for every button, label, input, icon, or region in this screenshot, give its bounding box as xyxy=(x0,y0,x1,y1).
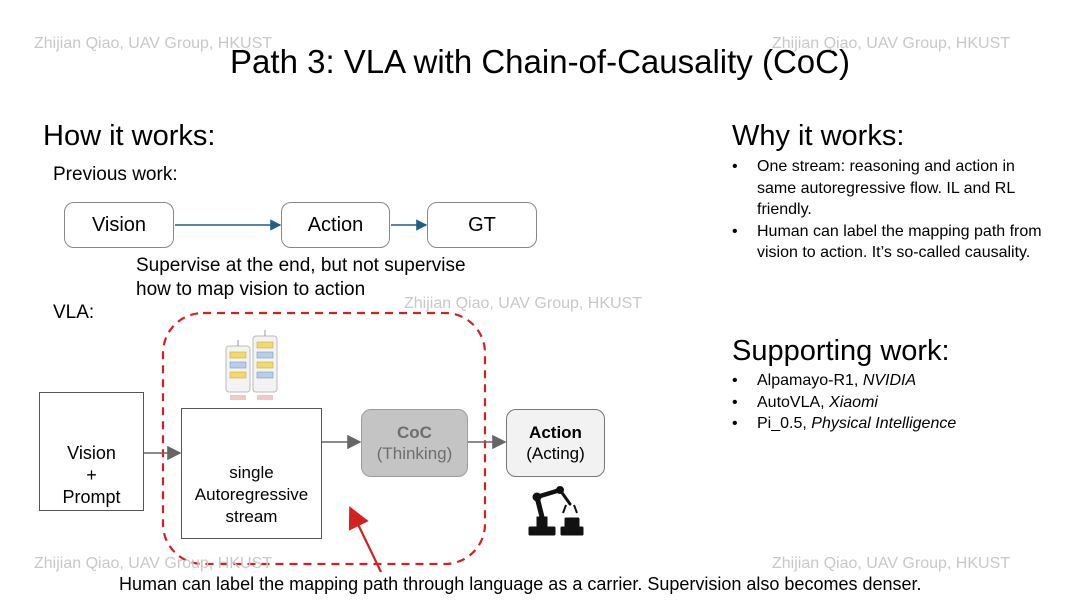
supporting-item-1-org: NVIDIA xyxy=(862,372,917,389)
action-title: Action xyxy=(529,423,582,442)
robot-arm-icon xyxy=(528,486,584,536)
stream-line-1: single xyxy=(229,463,274,482)
input-box xyxy=(39,392,144,511)
flow-gt-box: GT xyxy=(427,202,537,248)
previous-work-label: Previous work: xyxy=(53,164,178,185)
coc-subtitle: (Thinking) xyxy=(376,444,453,463)
stream-line-2: Autoregressive xyxy=(194,485,309,504)
supporting-item-2-org: Xiaomi xyxy=(829,393,878,411)
watermark-top-left: Zhijian Qiao, UAV Group, HKUST xyxy=(34,35,273,52)
watermark-top-right: Zhijian Qiao, UAV Group, HKUST xyxy=(772,35,1011,52)
supporting-item-3-name: Pi_0.5, xyxy=(757,415,812,432)
note-line-2: how to map vision to action xyxy=(136,279,366,300)
coc-thinking-box: CoC (Thinking) xyxy=(361,409,468,477)
supporting-item-1-name: Alpamayo-R1, xyxy=(757,372,863,389)
red-pointer-arrow xyxy=(348,506,382,573)
coc-title: CoC xyxy=(397,423,432,442)
supporting-item-3-org: Physical Intelligence xyxy=(811,415,957,432)
transformer-diagram-icon xyxy=(225,330,278,400)
input-text: Vision + Prompt xyxy=(39,442,144,508)
action-subtitle: (Acting) xyxy=(526,444,585,463)
supporting-item-3: Pi_0.5, Physical Intelligence xyxy=(732,413,1052,435)
action-acting-box: Action (Acting) xyxy=(506,409,605,477)
vla-dashed-frame xyxy=(161,311,487,566)
watermark-center: Zhijian Qiao, UAV Group, HKUST xyxy=(404,295,643,312)
supporting-item-2-name: AutoVLA, xyxy=(757,393,830,411)
why-bullet-1: One stream: reasoning and action in same… xyxy=(732,156,1047,221)
how-heading: How it works: xyxy=(43,120,216,152)
input-line-vision: Vision xyxy=(67,443,116,463)
stream-line-3: stream xyxy=(225,507,278,526)
vla-label: VLA: xyxy=(53,302,95,323)
supporting-list: Alpamayo-R1, NVIDIA AutoVLA, Xiaomi Pi_0… xyxy=(732,370,1052,435)
supporting-heading: Supporting work: xyxy=(732,335,950,367)
watermark-bottom-right: Zhijian Qiao, UAV Group, HKUST xyxy=(772,555,1011,572)
flow-action-box: Action xyxy=(281,202,390,248)
note-line-1: Supervise at the end, but not supervise xyxy=(136,255,466,276)
supporting-item-1: Alpamayo-R1, NVIDIA xyxy=(732,370,1052,392)
supporting-item-2: AutoVLA, Xiaomi xyxy=(732,392,1052,414)
stream-text: single Autoregressive stream xyxy=(181,462,322,528)
why-bullet-2: Human can label the mapping path from vi… xyxy=(732,221,1047,264)
flow-vision-box: Vision xyxy=(64,202,174,248)
why-bullets: One stream: reasoning and action in same… xyxy=(732,156,1047,264)
why-heading: Why it works: xyxy=(732,120,905,152)
watermark-bottom-left: Zhijian Qiao, UAV Group, HKUST xyxy=(34,555,273,572)
input-line-prompt: Prompt xyxy=(62,487,121,507)
slide-title: Path 3: VLA with Chain-of-Causality (CoC… xyxy=(230,43,850,80)
bottom-caption: Human can label the mapping path through… xyxy=(119,574,922,594)
autoregressive-stream-box xyxy=(181,408,322,539)
input-line-plus: + xyxy=(86,465,97,485)
